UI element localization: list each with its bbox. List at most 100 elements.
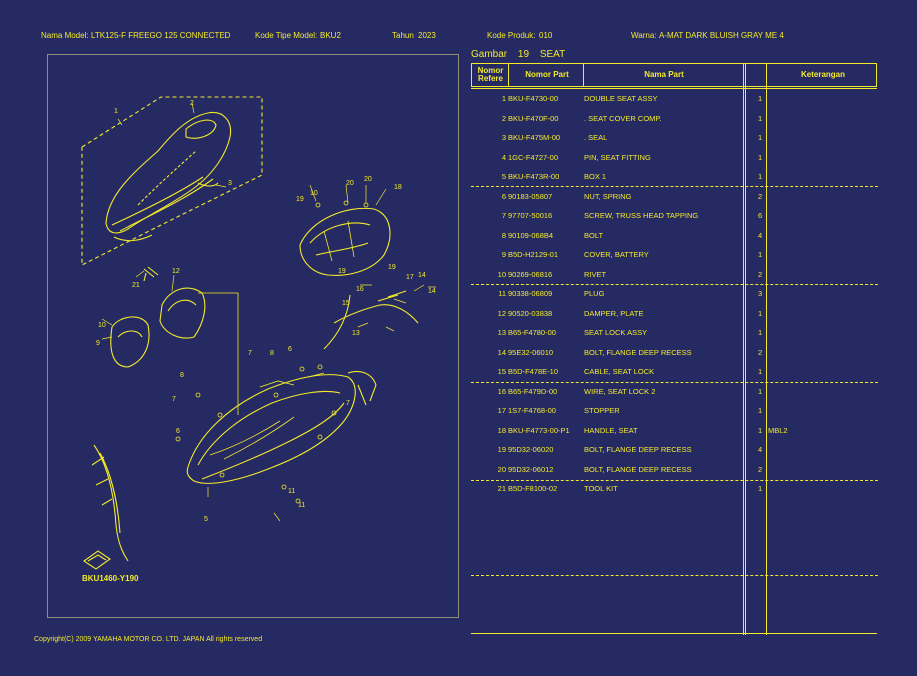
row-part-number: 95D32-06012: [508, 464, 554, 474]
row-part-name: SEAT LOCK ASSY: [584, 328, 648, 337]
callout-7: 7: [248, 350, 252, 357]
row-part-name: . SEAT COVER COMP.: [584, 113, 662, 123]
callout-2: 2: [190, 100, 194, 107]
model-label: Nama Model:: [41, 31, 89, 40]
row-quantity: 1: [758, 328, 763, 337]
exploded-parts-diagram[interactable]: 1 2 3 12 21 10 9 7 8 6 8 7 6 11 5 11 7 1…: [48, 55, 458, 617]
row-part-name: BOLT: [584, 230, 604, 240]
gambar-number: 19: [517, 49, 530, 60]
callout-7c: 7: [346, 400, 350, 407]
row-part-name: BOLT, FLANGE DEEP RECESS: [584, 464, 692, 474]
row-part-number: B65-F4780-00: [508, 328, 556, 337]
group-separator: [471, 382, 878, 383]
row-quantity: 2: [758, 347, 763, 357]
callout-14b: 14: [428, 288, 436, 295]
diagram-drawing: 1 2 3 12 21 10 9 7 8 6 8 7 6 11 5 11 7 1…: [81, 96, 436, 570]
row-part-name: DOUBLE SEAT ASSY: [584, 94, 658, 103]
row-quantity: 1: [758, 172, 763, 181]
row-part-number: BKU-F473R-00: [508, 172, 560, 181]
row-part-number: 1GC-F4727-00: [508, 152, 559, 162]
callout-19b: 19: [338, 268, 346, 275]
row-ref: 11: [498, 289, 506, 298]
row-part-name: COVER, BATTERY: [584, 250, 649, 259]
group-separator: [471, 186, 878, 187]
row-part-number: 95E32-06010: [508, 347, 554, 357]
header-underline: [471, 88, 877, 89]
row-part-name: BOLT, FLANGE DEEP RECESS: [584, 347, 692, 357]
row-part-name: SCREW, TRUSS HEAD TAPPING: [584, 211, 699, 220]
row-part-number: 90183-05807: [508, 191, 553, 201]
group-separator: [471, 480, 878, 481]
row-ref: 10: [497, 269, 506, 279]
year-label: Tahun: [392, 31, 414, 40]
diagram-code: BKU1460-Y190: [82, 574, 139, 583]
row-quantity: 1: [758, 406, 763, 415]
row-quantity: 2: [758, 464, 763, 474]
row-ref: 4: [501, 152, 506, 162]
callout-9: 9: [96, 340, 100, 347]
row-quantity: 2: [758, 269, 763, 279]
callout-11b: 11: [298, 502, 305, 509]
col-part-header: Nomor Part: [525, 70, 569, 79]
row-quantity: 1: [758, 152, 763, 162]
gambar-label: Gambar: [471, 49, 508, 60]
col-divider: [583, 63, 584, 87]
row-part-number: BKU-F475M-00: [508, 133, 561, 142]
row-quantity: 6: [758, 211, 763, 220]
callout-5: 5: [204, 516, 208, 523]
row-part-name: PLUG: [584, 289, 605, 298]
copyright: Copyright(C) 2009 YAMAHA MOTOR CO. LTD. …: [34, 636, 263, 643]
product-label: Kode Produk:: [487, 31, 536, 40]
row-part-name: STOPPER: [584, 406, 620, 415]
row-ref: 13: [497, 328, 506, 337]
row-part-name: CABLE, SEAT LOCK: [584, 367, 655, 376]
callout-10: 10: [98, 322, 106, 329]
callout-17: 17: [406, 274, 414, 281]
callout-3: 3: [228, 180, 232, 187]
callout-15: 15: [342, 300, 350, 307]
row-part-name: DAMPER, PLATE: [584, 308, 644, 318]
color-label: Warna:: [631, 31, 657, 40]
row-ref: 19: [497, 445, 506, 454]
row-part-number: 1S7-F4768-00: [508, 406, 556, 415]
row-quantity: 2: [758, 191, 763, 201]
callout-20: 20: [346, 180, 354, 187]
callout-21: 21: [132, 282, 140, 289]
row-quantity: 4: [758, 445, 763, 454]
callout-19c: 19: [388, 264, 396, 271]
row-ref: 6: [501, 191, 506, 201]
row-part-number: 90338-06809: [508, 289, 553, 298]
callout-20b: 20: [364, 176, 372, 183]
row-quantity: 4: [758, 230, 763, 240]
row-ref: 15: [497, 367, 506, 376]
row-quantity: 1: [758, 250, 763, 259]
row-part-number: 97707-50016: [508, 211, 553, 220]
table-header: Nomor Refere Nomor Part Nama Part Ketera…: [471, 63, 877, 87]
type-value: BKU2: [320, 31, 341, 40]
row-ref: 2: [501, 113, 506, 123]
col-divider: [766, 63, 767, 635]
row-part-number: 90109-068B4: [508, 230, 554, 240]
diagram-frame: [47, 54, 459, 618]
